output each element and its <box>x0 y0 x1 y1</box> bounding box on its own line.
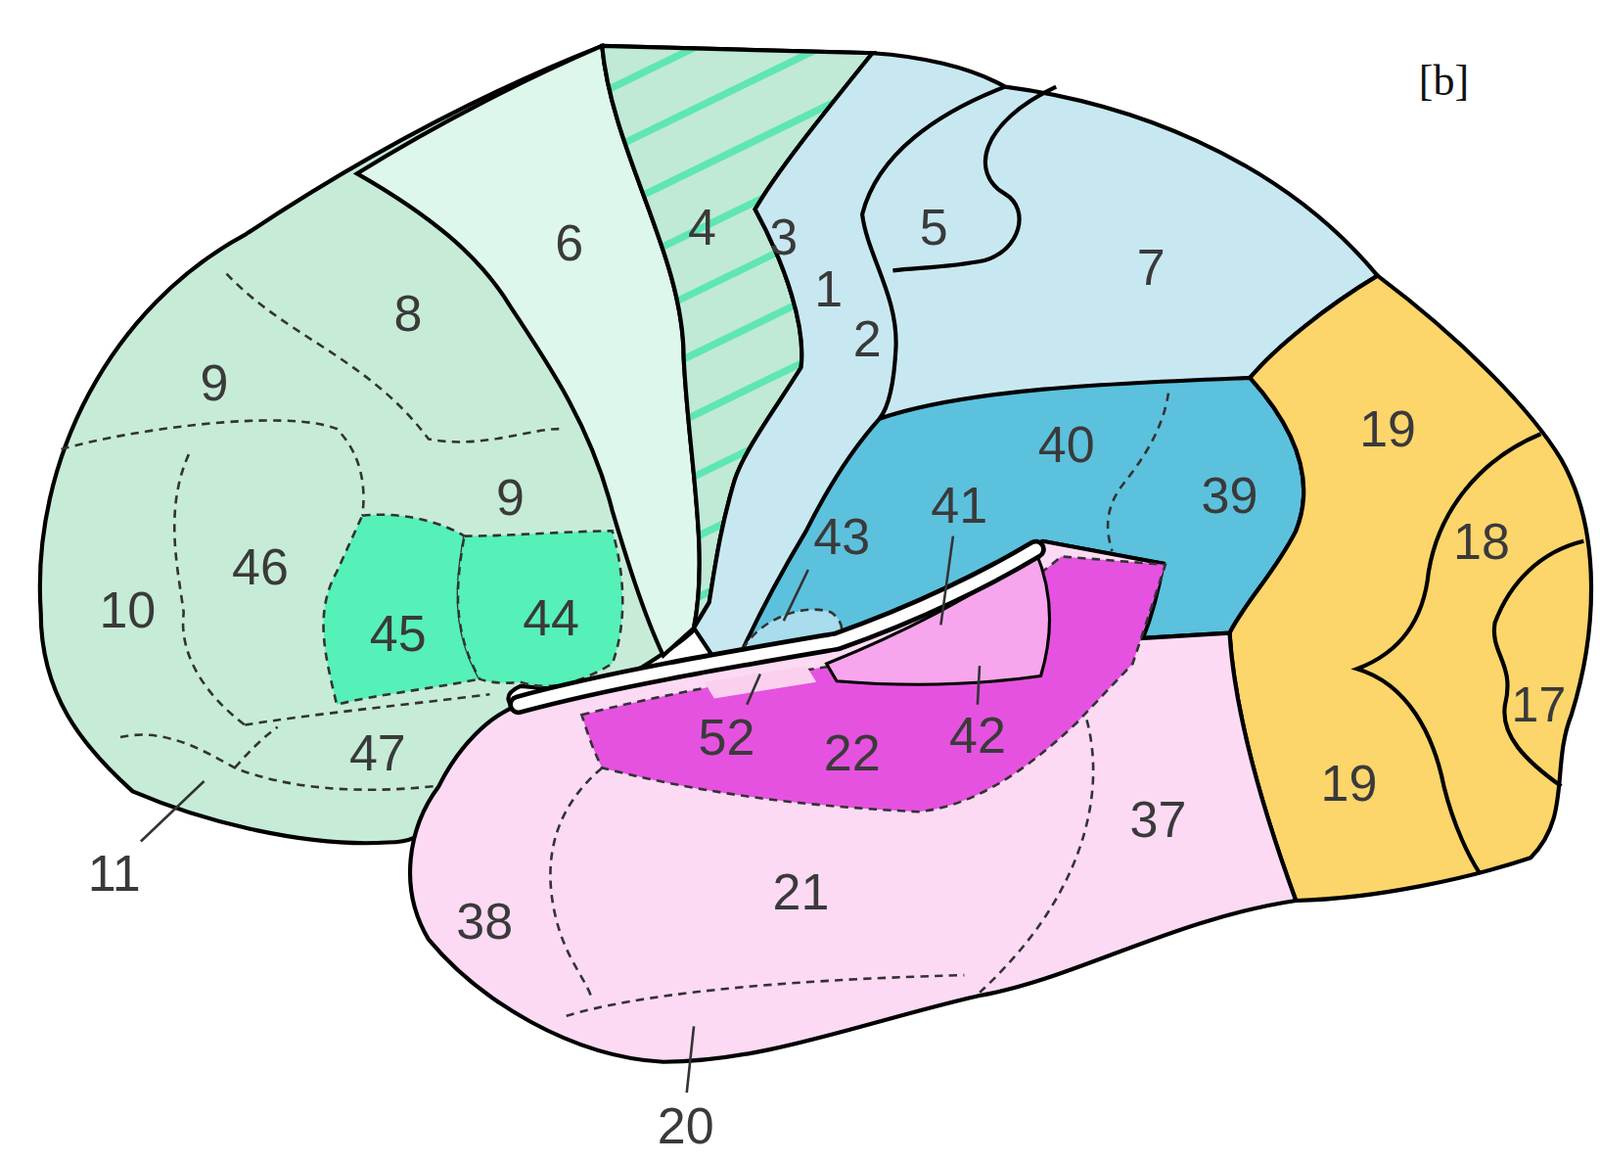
area-number: 40 <box>1038 418 1096 470</box>
area-number: 22 <box>823 727 881 778</box>
area-number: 37 <box>1130 793 1188 845</box>
area-number: 4 <box>687 201 717 253</box>
area-number: 3 <box>769 211 798 263</box>
occipital-boundaries <box>1357 433 1584 873</box>
area-number: 38 <box>456 895 513 947</box>
frontal-lobe <box>40 45 873 843</box>
occipital-lobe <box>1229 275 1592 901</box>
drawn-line <box>140 780 205 842</box>
drawn-line <box>686 1025 694 1093</box>
area-44 <box>457 530 623 686</box>
frontal-boundaries <box>61 274 560 790</box>
area-number: 8 <box>394 287 423 339</box>
brain-part <box>226 274 559 443</box>
area-number: 52 <box>698 711 756 763</box>
area-number: 7 <box>1137 241 1166 293</box>
drawn-line <box>746 673 761 704</box>
drawn-line <box>977 665 980 705</box>
brain-part <box>549 767 602 999</box>
boundary-39-40 <box>1107 393 1169 552</box>
sylvian-fissure-gap <box>518 548 1037 705</box>
panel-tag: [b] <box>1418 59 1469 103</box>
area-number: 45 <box>369 607 427 659</box>
area-number: 41 <box>930 479 988 531</box>
area-number: 46 <box>231 541 289 593</box>
area-number: 2 <box>853 313 882 365</box>
drawn-line <box>940 536 954 626</box>
area-number: 11 <box>88 847 141 899</box>
area-number: 19 <box>1321 757 1378 809</box>
brain-part <box>979 719 1094 992</box>
area-number: 43 <box>813 510 870 562</box>
area-45 <box>323 514 481 705</box>
area-number: 39 <box>1201 469 1259 521</box>
area-number: 20 <box>657 1099 715 1151</box>
brain-part <box>892 87 1056 272</box>
temporal-boundaries <box>549 719 1094 1015</box>
area-number: 6 <box>554 217 584 269</box>
temporal-lobe <box>410 541 1296 1062</box>
brain-part <box>1357 433 1542 873</box>
area-number: 9 <box>200 357 229 409</box>
area-number: 42 <box>949 709 1006 761</box>
leader-lines <box>140 536 980 1093</box>
parietal-boundaries <box>862 87 1056 419</box>
brain-part <box>61 419 365 515</box>
area-number: 18 <box>1453 515 1510 567</box>
brain-part <box>566 974 965 1016</box>
drawn-line <box>783 569 809 621</box>
area-number: 10 <box>98 584 156 636</box>
area-number: 44 <box>522 592 580 643</box>
brain-part <box>234 727 278 769</box>
area-number: 1 <box>814 263 843 315</box>
area-number: 9 <box>496 471 525 523</box>
brain-part <box>862 87 1006 419</box>
area-number: 47 <box>349 727 407 778</box>
brain-part <box>244 693 490 725</box>
brain-part <box>1494 541 1584 786</box>
area-number: 19 <box>1359 403 1417 455</box>
area-number: 21 <box>773 866 830 917</box>
sylvian-fissure <box>518 548 1037 705</box>
area-number: 17 <box>1511 680 1567 730</box>
area-number: 5 <box>919 201 949 253</box>
